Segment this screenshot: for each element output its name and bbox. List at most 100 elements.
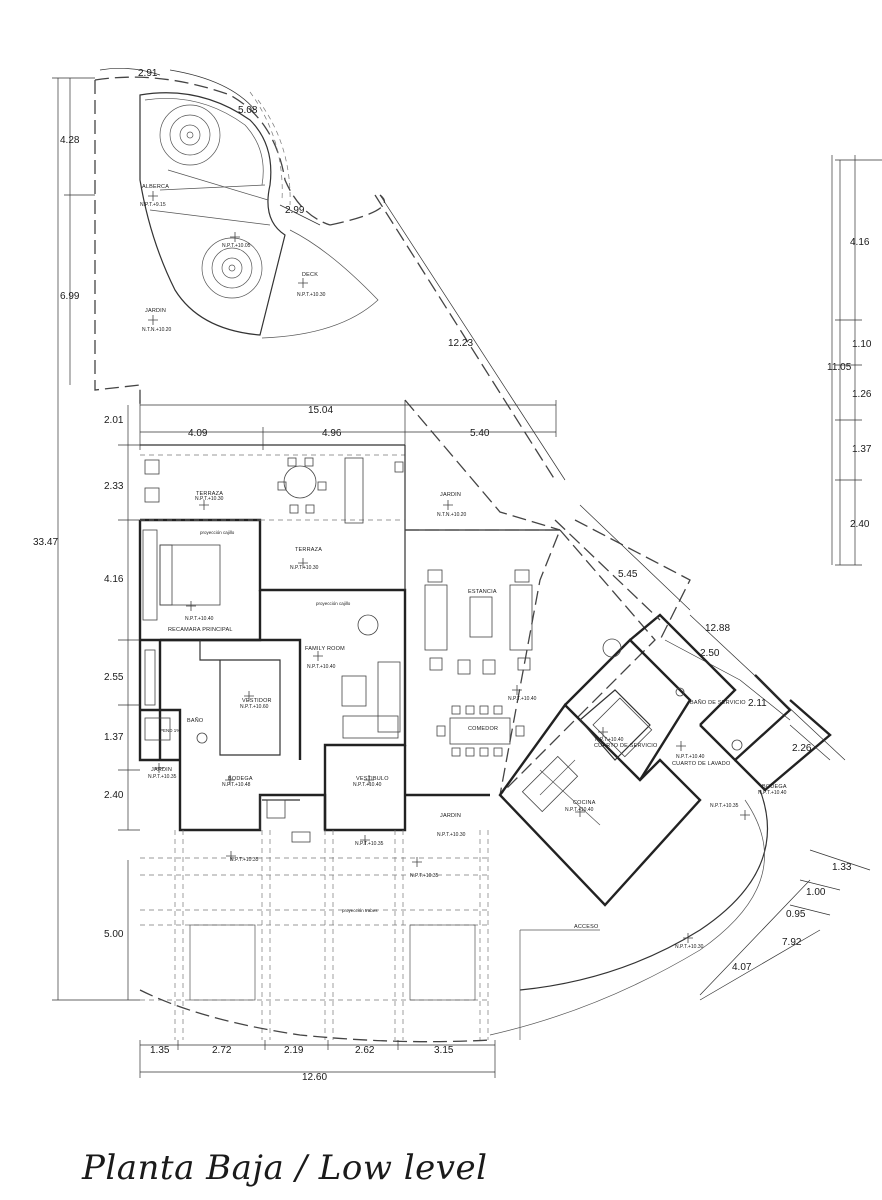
dim-diag-5-45: 5.45 <box>618 569 638 580</box>
room-labels: ALBERCA N.P.T.+9.15 N.P.T.+10.05 DECK N.… <box>140 184 787 950</box>
dim-pool-arc: 5.08 <box>238 105 258 116</box>
room-jardin-mid: JARDIN <box>440 492 461 498</box>
room-jardin-top: JARDIN <box>145 308 166 314</box>
level-jardin-lower: N.P.T.+10.30 <box>437 832 466 838</box>
note-pend: PEND 1% <box>160 728 180 733</box>
level-cocina: N.P.T.+10.40 <box>565 807 594 813</box>
dim-pool-mid: 2.99 <box>285 205 305 216</box>
level-terraza-2: N.P.T.+10.30 <box>290 565 319 571</box>
dim-top-total: 15.04 <box>308 405 333 416</box>
level-recamara: N.P.T.+10.40 <box>185 616 214 622</box>
dim-right-1-37: 1.37 <box>852 444 872 455</box>
dim-diag-1-00: 1.00 <box>806 887 826 898</box>
pergola-grid <box>139 830 491 1043</box>
level-family: N.P.T.+10.40 <box>307 664 336 670</box>
dim-left-2-33: 2.33 <box>104 481 124 492</box>
dim-bottom-total: 12.60 <box>302 1072 327 1083</box>
room-bano-servicio: BAÑO DE SERVICIO <box>690 699 746 706</box>
level-cuarto-servicio: N.P.T.+10.40 <box>595 737 624 743</box>
note-trabes-1: proyección trabes <box>342 908 378 913</box>
dim-diag-12-88: 12.88 <box>705 623 730 634</box>
level-jardin-top: N.T.N.+10.20 <box>142 327 172 333</box>
level-jardin-mid: N.T.N.+10.20 <box>437 512 467 518</box>
dimension-lines <box>52 68 882 1078</box>
note-cajillo-2: proyección cajillo <box>316 601 351 606</box>
pool-area <box>94 76 561 531</box>
dim-pool-top: 2.91 <box>138 68 158 79</box>
level-vestibulo-out: N.P.T.+10.35 <box>355 841 384 847</box>
level-pool-upper: N.P.T.+10.05 <box>222 243 251 249</box>
dim-top-4-96: 4.96 <box>322 428 342 439</box>
room-terraza-2: TERRAZA <box>295 547 322 553</box>
room-acceso: ACCESO <box>574 924 599 930</box>
level-jardin-small: N.P.T.+10.35 <box>148 774 177 780</box>
dim-left-2-40: 2.40 <box>104 790 124 801</box>
room-cuarto-lavado: CUARTO DE LAVADO <box>672 761 731 767</box>
dim-diag-2-50: 2.50 <box>700 648 720 659</box>
room-vestidor: VESTIDOR <box>242 698 272 704</box>
level-acceso: N.P.T.+10.30 <box>675 944 704 950</box>
level-vestidor: N.P.T.+10.60 <box>240 704 269 710</box>
dim-right-1-26: 1.26 <box>852 389 872 400</box>
room-family: FAMILY ROOM <box>305 646 345 652</box>
dim-right-11-05: 11.05 <box>827 362 852 373</box>
dim-diag-7-92: 7.92 <box>782 937 802 948</box>
room-comedor: COMEDOR <box>468 726 498 732</box>
level-pergola-2: N.P.T.+10.35 <box>410 873 439 879</box>
furniture <box>142 457 743 843</box>
room-vestibulo: VESTIBULO <box>356 776 389 782</box>
level-pergola-1: N.P.T.+10.35 <box>230 857 259 863</box>
dim-left-2-55: 2.55 <box>104 672 124 683</box>
dim-bottom-2-19: 2.19 <box>284 1045 304 1056</box>
dimension-labels: 2.91 5.08 2.99 12.23 4.28 6.99 2.01 2.33… <box>33 68 872 1083</box>
level-lavado: N.P.T.+10.40 <box>676 754 705 760</box>
room-deck: DECK <box>302 272 318 278</box>
dim-bottom-2-72: 2.72 <box>212 1045 232 1056</box>
level-terraza-1: N.P.T.+10.30 <box>195 496 224 502</box>
dim-diag-1-33: 1.33 <box>832 862 852 873</box>
note-cajillo-1: proyección cajillo <box>200 530 235 535</box>
dim-left-4-16: 4.16 <box>104 574 124 585</box>
level-bodega-2: N.P.T.+10.40 <box>758 790 787 796</box>
room-recamara: RECAMARA PRINCIPAL <box>168 627 233 633</box>
level-bodega-1: N.P.T.+10.48 <box>222 782 251 788</box>
level-deck: N.P.T.+10.30 <box>297 292 326 298</box>
dim-right-4-16: 4.16 <box>850 237 870 248</box>
dim-bottom-1-35: 1.35 <box>150 1045 170 1056</box>
dim-diag-2-26: 2.26 <box>792 743 812 754</box>
room-bodega-1: BODEGA <box>228 776 253 782</box>
dim-left-1-37: 1.37 <box>104 732 124 743</box>
dim-diag-2-11: 2.11 <box>748 698 767 709</box>
dim-right-2-40: 2.40 <box>850 519 870 530</box>
dim-diag-0-95: 0.95 <box>786 909 806 920</box>
dim-right-1-10: 1.10 <box>852 339 872 350</box>
main-walls <box>138 444 832 1040</box>
dim-diag-4-07: 4.07 <box>732 962 752 973</box>
room-cocina: COCINA <box>573 800 596 806</box>
room-alberca: ALBERCA <box>142 184 169 190</box>
dim-top-4-09: 4.09 <box>188 428 208 439</box>
dim-deck-diag: 12.23 <box>448 338 473 349</box>
level-estancia: N.P.T.+10.40 <box>508 696 537 702</box>
room-terraza-1: TERRAZA <box>196 491 223 497</box>
level-service-hall: N.P.T.+10.35 <box>710 803 739 809</box>
level-vestibulo: N.P.T.+10.40 <box>353 782 382 788</box>
dim-left-4-28: 4.28 <box>60 135 80 146</box>
room-jardin-lower: JARDIN <box>440 813 461 819</box>
dim-left-2-01: 2.01 <box>104 415 124 426</box>
dim-bottom-3-15: 3.15 <box>434 1045 454 1056</box>
dim-bottom-2-62: 2.62 <box>355 1045 375 1056</box>
dim-left-6-99: 6.99 <box>60 291 80 302</box>
room-estancia: ESTANCIA <box>468 589 497 595</box>
dim-overall-left: 33.47 <box>33 537 58 548</box>
dim-top-5-40: 5.40 <box>470 428 490 439</box>
plan-caption: Planta Baja / Low level <box>82 1148 488 1188</box>
dim-left-5-00: 5.00 <box>104 929 124 940</box>
level-markers <box>148 191 750 943</box>
room-cuarto-servicio: CUARTO DE SERVICIO <box>594 743 658 749</box>
room-bodega-2: BODEGA <box>762 784 787 790</box>
room-bano: BAÑO <box>187 717 204 724</box>
room-jardin-small: JARDIN <box>151 767 172 773</box>
level-alberca: N.P.T.+9.15 <box>140 202 166 208</box>
